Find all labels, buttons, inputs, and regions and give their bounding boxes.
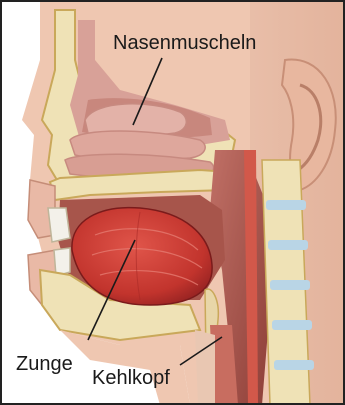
label-nasenmuscheln: Nasenmuscheln xyxy=(113,32,256,54)
upper-teeth xyxy=(48,208,70,242)
label-zunge: Zunge xyxy=(16,353,73,375)
label-kehlkopf: Kehlkopf xyxy=(92,367,170,389)
